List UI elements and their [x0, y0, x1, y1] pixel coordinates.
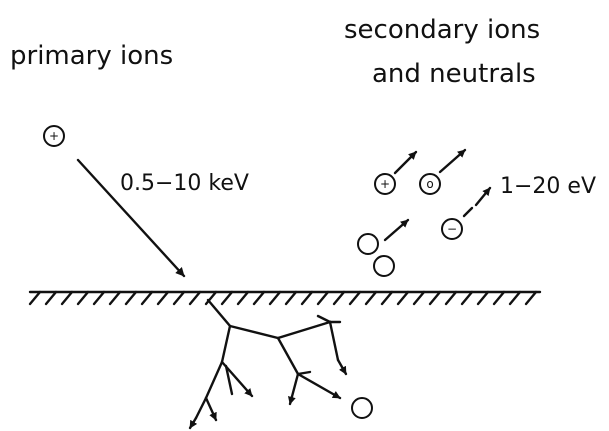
surface-hatch-mark: [126, 292, 136, 304]
surface-hatch-mark: [366, 292, 376, 304]
surface-hatch-mark: [462, 292, 472, 304]
surface-hatch-mark: [494, 292, 504, 304]
surface-hatch-mark: [478, 292, 488, 304]
surface-hatch-mark: [382, 292, 392, 304]
recoil-atom: [352, 398, 372, 418]
surface-hatch-mark: [286, 292, 296, 304]
primary-ions-label: primary ions: [10, 41, 173, 71]
secondary-energy-label: 1−20 eV: [500, 174, 596, 199]
svg-text:o: o: [426, 177, 433, 191]
surface-hatch-mark: [30, 292, 40, 304]
surface-hatch-mark: [174, 292, 184, 304]
and-neutrals-label: and neutrals: [372, 59, 536, 89]
surface-hatch-mark: [158, 292, 168, 304]
cluster-arrow: [385, 220, 408, 240]
svg-text:+: +: [380, 177, 390, 191]
surface-hatch-mark: [318, 292, 328, 304]
surface-hatch-mark: [78, 292, 88, 304]
secondary-negative-ion: −: [442, 219, 462, 239]
surface-hatch-mark: [302, 292, 312, 304]
surface-hatch-mark: [222, 292, 232, 304]
secondary-positive-arrow: [395, 152, 416, 173]
surface-hatch-mark: [190, 292, 200, 304]
surface-hatch-mark: [238, 292, 248, 304]
sputtered-cluster: [358, 234, 394, 276]
collision-cascade: [190, 300, 346, 428]
surface-hatch-mark: [110, 292, 120, 304]
surface-hatch-mark: [414, 292, 424, 304]
secondary-negative-arrow-tail: [464, 208, 472, 216]
sample-surface: [30, 292, 540, 304]
surface-hatch-mark: [334, 292, 344, 304]
surface-hatch-mark: [94, 292, 104, 304]
primary-energy-label: 0.5−10 keV: [120, 171, 249, 196]
surface-hatch-mark: [526, 292, 536, 304]
surface-hatch-mark: [430, 292, 440, 304]
secondary-ions-label: secondary ions: [344, 15, 540, 45]
surface-hatch-mark: [142, 292, 152, 304]
primary-ion: +: [44, 126, 64, 146]
surface-hatch-mark: [350, 292, 360, 304]
surface-hatch-mark: [446, 292, 456, 304]
surface-hatch-mark: [510, 292, 520, 304]
surface-hatch-mark: [270, 292, 280, 304]
surface-hatch-mark: [46, 292, 56, 304]
surface-hatch-mark: [254, 292, 264, 304]
secondary-negative-arrow: [476, 188, 490, 205]
surface-hatch-mark: [62, 292, 72, 304]
svg-text:−: −: [447, 222, 457, 236]
secondary-neutral-arrow: [440, 150, 465, 172]
secondary-neutral-atom: o: [420, 174, 440, 194]
surface-hatch-mark: [398, 292, 408, 304]
svg-text:+: +: [49, 129, 59, 143]
secondary-positive-ion: +: [375, 174, 395, 194]
